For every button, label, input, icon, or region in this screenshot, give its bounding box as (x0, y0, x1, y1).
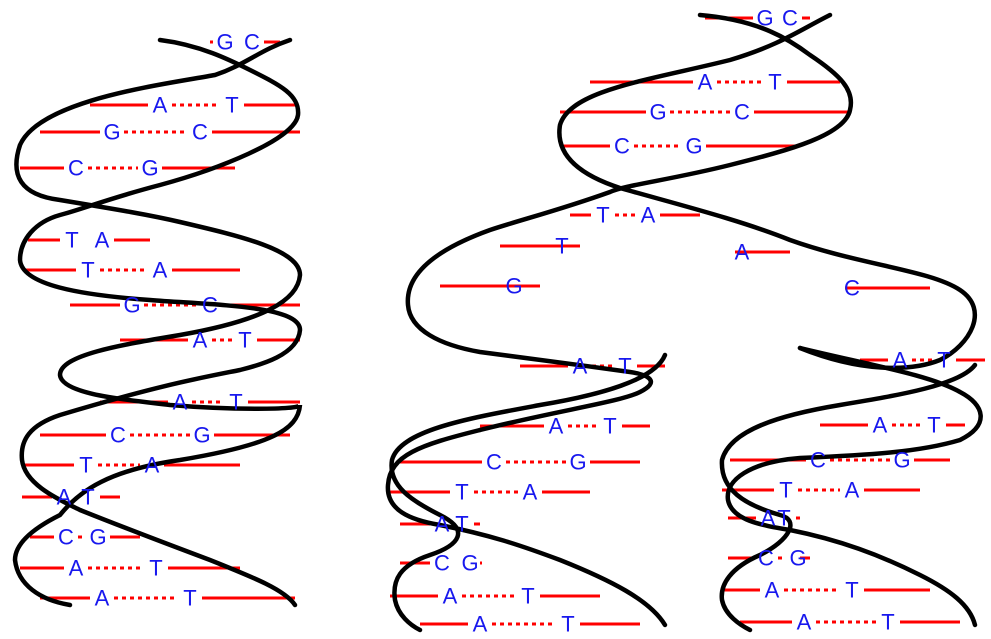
original-pair-4-base-left: T (65, 228, 78, 253)
original-pair-3-base-right: G (141, 156, 158, 181)
unpaired-right-base-1: C (844, 276, 860, 301)
original-pair-0-base-right: C (244, 30, 260, 55)
fork-strand-b (557, 12, 978, 371)
daughter-right-pair-7-base-left: A (797, 610, 812, 635)
daughter-right-pair-2-base-left: C (810, 448, 826, 473)
original-pair-9-base-right: G (193, 423, 210, 448)
daughter-left-pair-6-base-right: T (521, 584, 534, 609)
daughter-left-pair-5-base-left: C (434, 551, 450, 576)
fork-pair-4-base-right: A (641, 203, 656, 228)
original-pair-5-base-right: A (153, 258, 168, 283)
original-pair-7-base-right: T (238, 328, 251, 353)
original-pair-7-base-left: A (193, 328, 208, 353)
sugar-phosphate-backbones (12, 12, 983, 633)
daughter-right-pair-0-base-left: A (893, 348, 908, 373)
original-pair-0-base-left: G (216, 30, 233, 55)
original-pair-14-base-left: A (95, 586, 110, 611)
original-pair-12-base-left: C (58, 525, 74, 550)
daughter-left-pair-6-base-left: A (443, 584, 458, 609)
daughter-left-pair-1-base-right: T (603, 414, 616, 439)
original-pair-2-base-left: G (103, 120, 120, 145)
original-pair-6-base-left: G (123, 293, 140, 318)
original-pair-12-base-right: G (89, 525, 106, 550)
original-pair-11-base-left: A (57, 485, 72, 510)
original-pair-1-base-left: A (153, 93, 168, 118)
original-pair-11-base-right: T (81, 485, 94, 510)
fork-pair-3-base-right: G (685, 134, 702, 159)
daughter-right-pair-6-base-left: A (765, 578, 780, 603)
original-pair-8-base-right: T (229, 390, 242, 415)
daughter-left-pair-0-base-right: T (618, 354, 631, 379)
daughter-right-pair-3-base-left: T (779, 478, 792, 503)
original-pair-14-base-right: T (183, 586, 196, 611)
original-pair-6-base-right: C (202, 293, 218, 318)
original-pair-9-base-left: C (110, 423, 126, 448)
daughter-right-pair-5-base-right: G (789, 546, 806, 571)
daughter-left-strand-b (389, 352, 668, 633)
unpaired-left-base-0: T (555, 234, 568, 259)
daughter-right-pair-6-base-right: T (845, 578, 858, 603)
daughter-right-pair-7-base-right: T (881, 610, 894, 635)
original-pair-5-base-left: T (81, 258, 94, 283)
original-pair-8-base-left: A (173, 390, 188, 415)
original-strand-a (17, 37, 303, 608)
original-pair-10-base-left: T (79, 453, 92, 478)
daughter-right-strand-b (719, 362, 978, 633)
daughter-left-pair-7-base-left: A (473, 612, 488, 637)
fork-pair-0-base-right: C (782, 6, 798, 31)
fork-pair-2-base-left: G (649, 100, 666, 125)
daughter-left-pair-3-base-right: A (523, 480, 538, 505)
original-strand-b (12, 37, 303, 608)
original-pair-4-base-right: A (95, 228, 110, 253)
daughter-right-pair-1-base-right: T (927, 413, 940, 438)
daughter-right-pair-4-base-left: A (761, 506, 776, 531)
daughter-left-pair-4-base-left: A (435, 512, 450, 537)
original-pair-2-base-right: C (192, 120, 208, 145)
original-pair-3-base-left: C (68, 156, 84, 181)
daughter-right-pair-1-base-left: A (873, 413, 888, 438)
daughter-left-pair-1-base-left: A (549, 414, 564, 439)
daughter-left-pair-2-base-right: G (569, 450, 586, 475)
daughter-left-pair-7-base-right: T (561, 612, 574, 637)
unpaired-right-base-0: A (735, 240, 750, 265)
fork-pair-2-base-right: C (734, 100, 750, 125)
original-pair-1-base-right: T (225, 93, 238, 118)
daughter-left-pair-3-base-left: T (455, 480, 468, 505)
unpaired-left-base-1: G (505, 274, 522, 299)
fork-strand-a (405, 12, 854, 433)
base-pair-rungs (20, 16, 985, 626)
fork-pair-4-base-left: T (596, 203, 609, 228)
daughter-right-pair-2-base-right: G (893, 448, 910, 473)
daughter-left-pair-4-base-right: T (455, 512, 468, 537)
original-pair-13-base-left: A (69, 556, 84, 581)
daughter-left-pair-5-base-right: G (461, 551, 478, 576)
daughter-right-strand-a (725, 345, 983, 628)
daughter-left-pair-0-base-left: A (573, 354, 588, 379)
original-pair-13-base-right: T (149, 556, 162, 581)
daughter-right-pair-0-base-right: T (937, 348, 950, 373)
daughter-right-pair-3-base-right: A (845, 478, 860, 503)
daughter-left-strand-a (385, 427, 668, 628)
fork-pair-1-base-right: T (768, 70, 781, 95)
daughter-right-pair-4-base-right: T (777, 506, 790, 531)
daughter-left-pair-2-base-left: C (486, 450, 502, 475)
original-pair-10-base-right: A (145, 453, 160, 478)
fork-pair-0-base-left: G (756, 6, 773, 31)
daughter-right-pair-5-base-left: C (758, 546, 774, 571)
fork-pair-3-base-left: C (614, 134, 630, 159)
fork-pair-1-base-left: A (698, 70, 713, 95)
